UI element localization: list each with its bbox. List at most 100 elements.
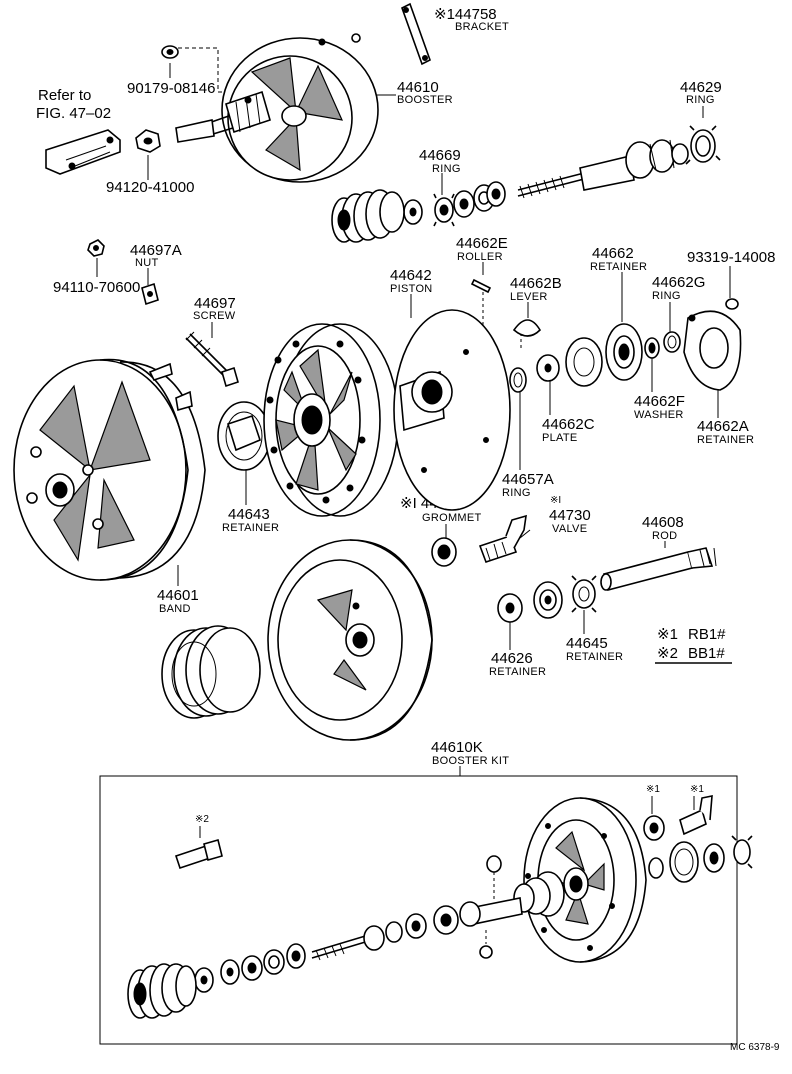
- svg-text:44730: 44730: [549, 507, 591, 524]
- label-44662E: 44662E ROLLER: [456, 235, 508, 263]
- svg-text:GROMMET: GROMMET: [422, 512, 482, 524]
- label-44662: 44662 RETAINER: [590, 245, 647, 273]
- kit-valve: [679, 795, 713, 836]
- kit-mark-1a: ※1: [646, 784, 660, 795]
- screw-93319-14008: [725, 298, 739, 310]
- kit-grommet: [643, 815, 665, 841]
- svg-text:44601: 44601: [157, 587, 199, 604]
- label-44669: 44669 RING: [419, 147, 461, 175]
- lever-44662b: [512, 319, 542, 337]
- svg-text:44662: 44662: [592, 245, 634, 262]
- svg-text:PLATE: PLATE: [542, 432, 578, 444]
- kit-screw: [174, 839, 223, 870]
- svg-text:RETAINER: RETAINER: [489, 666, 546, 678]
- label-44662A: 44662A RETAINER: [697, 418, 754, 446]
- label-44662F: 44662F WASHER: [634, 393, 685, 421]
- refer-to-line1: Refer to: [38, 87, 91, 104]
- svg-text:BOOSTER KIT: BOOSTER KIT: [432, 755, 509, 767]
- refer-to-label: Refer to FIG. 47–02: [36, 87, 111, 122]
- label-44610K: 44610K BOOSTER KIT: [431, 739, 509, 767]
- svg-text:44662C: 44662C: [542, 416, 595, 433]
- svg-text:44662A: 44662A: [697, 418, 749, 435]
- svg-text:44662G: 44662G: [652, 274, 705, 291]
- piston-44642-disc: [393, 309, 511, 511]
- nut-94110-70600: [87, 239, 105, 257]
- svg-text:ROLLER: ROLLER: [457, 251, 503, 263]
- figure-code: MC 6378-9: [730, 1042, 780, 1053]
- nut-90179-08146: [161, 45, 179, 59]
- legend-code-2: BB1#: [688, 645, 725, 662]
- label-144758: ※144758 BRACKET: [434, 6, 509, 33]
- svg-text:RETAINER: RETAINER: [566, 651, 623, 663]
- label-44643: 44643 RETAINER: [222, 506, 279, 534]
- svg-text:44608: 44608: [642, 514, 684, 531]
- label-44730: ※I 44730 VALVE: [549, 495, 591, 535]
- svg-text:RING: RING: [652, 290, 681, 302]
- label-93319-14008: 93319-14008: [687, 249, 775, 266]
- ring-44657a: [509, 367, 527, 393]
- svg-text:RETAINER: RETAINER: [590, 261, 647, 273]
- grommet-44696: [431, 537, 457, 567]
- rod-44608: [600, 547, 717, 591]
- plate-44662c: [536, 354, 560, 382]
- label-94110-70600: 94110-70600: [53, 279, 140, 296]
- svg-text:VALVE: VALVE: [552, 523, 587, 535]
- svg-text:PISTON: PISTON: [390, 283, 433, 295]
- valve-44730: [478, 514, 527, 564]
- label-44610: 44610 BOOSTER: [397, 79, 453, 106]
- booster-44610: [175, 33, 379, 183]
- label-44642: 44642 PISTON: [390, 267, 433, 295]
- bellows-upper: [331, 189, 405, 243]
- svg-text:RING: RING: [432, 163, 461, 175]
- svg-text:BOOSTER: BOOSTER: [397, 94, 453, 106]
- label-44626: 44626 RETAINER: [489, 650, 546, 678]
- kit-marks: ※2 ※1 ※1: [195, 784, 704, 838]
- retainer-44645: [571, 575, 597, 613]
- label-44662B: 44662B LEVER: [510, 275, 562, 303]
- legend: ※1 RB1# ※2 BB1#: [655, 626, 732, 664]
- retainer-44643: [217, 401, 271, 471]
- svg-text:44629: 44629: [680, 79, 722, 96]
- label-94120-41000: 94120-41000: [106, 179, 194, 196]
- label-44601: 44601 BAND: [157, 587, 199, 615]
- legend-mark-1: ※1: [657, 626, 678, 643]
- svg-text:NUT: NUT: [135, 257, 159, 269]
- svg-text:RETAINER: RETAINER: [222, 522, 279, 534]
- svg-text:RING: RING: [686, 94, 715, 106]
- retainer-44662: [605, 323, 643, 381]
- kit-mark-1b: ※1: [690, 784, 704, 795]
- label-90179-08146: 90179-08146: [127, 80, 215, 97]
- booster-kit-frame: [99, 775, 738, 1045]
- kit-mark-2: ※2: [195, 814, 209, 825]
- kit-washers: [194, 943, 306, 993]
- kit-pushrod: [311, 901, 481, 961]
- ring-44669: [433, 193, 455, 227]
- nut-94120-41000: [135, 129, 161, 153]
- svg-text:44626: 44626: [491, 650, 533, 667]
- svg-text:44697: 44697: [194, 295, 236, 312]
- svg-text:LEVER: LEVER: [510, 291, 548, 303]
- svg-text:RING: RING: [502, 487, 531, 499]
- label-44608: 44608 ROD: [642, 514, 684, 542]
- washer-44662f: [644, 337, 660, 359]
- label-44697A: 44697A NUT: [130, 242, 182, 269]
- ring-44629: [685, 125, 721, 165]
- refer-to-line2: FIG. 47–02: [36, 105, 111, 122]
- svg-text:WASHER: WASHER: [634, 409, 684, 421]
- label-44662C: 44662C PLATE: [542, 416, 595, 444]
- roller-44662e: [470, 278, 492, 294]
- kit-bellows: [127, 963, 197, 1019]
- svg-text:44662B: 44662B: [510, 275, 562, 292]
- svg-text:BRACKET: BRACKET: [455, 21, 509, 33]
- svg-text:44697A: 44697A: [130, 242, 182, 259]
- svg-text:44662F: 44662F: [634, 393, 685, 410]
- svg-text:※I: ※I: [550, 495, 561, 506]
- svg-text:44662E: 44662E: [456, 235, 508, 252]
- svg-text:44610K: 44610K: [431, 739, 483, 756]
- label-44657A: 44657A RING: [502, 471, 554, 499]
- svg-text:44657A: 44657A: [502, 471, 554, 488]
- svg-text:RETAINER: RETAINER: [697, 434, 754, 446]
- svg-text:44669: 44669: [419, 147, 461, 164]
- washer-set-upper: [403, 181, 506, 225]
- kit-booster-shell: [523, 797, 647, 963]
